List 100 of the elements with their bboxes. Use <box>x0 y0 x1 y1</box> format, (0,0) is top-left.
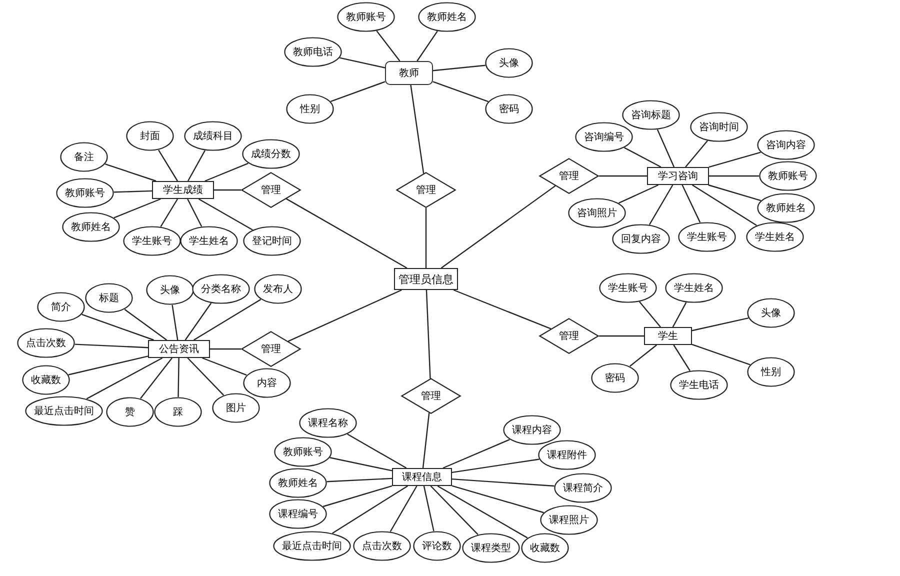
connector-line <box>442 439 510 469</box>
connector-line <box>426 290 431 378</box>
connector-line <box>332 486 408 534</box>
attribute-ellipse: 赞 <box>106 397 154 427</box>
connector-line <box>673 344 690 372</box>
attribute-ellipse: 头像 <box>747 298 795 328</box>
attribute-ellipse: 教师账号 <box>759 161 817 191</box>
connector-line <box>682 184 701 223</box>
attribute-ellipse: 课程类型 <box>462 533 520 563</box>
connector-line <box>685 140 708 168</box>
connector-line <box>322 485 392 508</box>
attribute-ellipse: 密码 <box>591 363 639 393</box>
attribute-ellipse: 点击次数 <box>17 328 75 358</box>
connector-line <box>114 190 152 193</box>
connector-line <box>68 356 148 376</box>
connector-line <box>639 301 661 328</box>
attribute-ellipse: 学生账号 <box>599 273 657 303</box>
connector-line <box>330 457 392 472</box>
attribute-ellipse: 分类名称 <box>192 274 250 304</box>
connector-line <box>140 358 172 399</box>
attribute-ellipse: 性别 <box>747 357 795 387</box>
connector-line <box>709 175 759 177</box>
connector-line <box>187 150 206 182</box>
connector-line <box>432 81 488 102</box>
connector-line <box>390 486 418 532</box>
connector-line <box>187 198 202 227</box>
attribute-ellipse: 头像 <box>146 275 194 305</box>
attribute-ellipse: 收藏数 <box>521 533 569 563</box>
connector-line <box>422 412 430 468</box>
entity-box: 学习咨询 <box>647 167 709 185</box>
relationship-diamond: 管理 <box>241 172 301 208</box>
connector-line <box>82 314 154 341</box>
attribute-ellipse: 教师电话 <box>284 37 342 67</box>
entity-box: 管理员信息 <box>394 268 458 290</box>
relationship-diamond: 管理 <box>539 158 599 194</box>
attribute-ellipse: 发布人 <box>254 274 302 304</box>
attribute-ellipse: 成绩分数 <box>242 139 300 169</box>
connector-line <box>376 30 400 62</box>
connector-line <box>210 348 241 350</box>
connector-line <box>692 184 757 226</box>
attribute-ellipse: 收藏数 <box>22 365 70 395</box>
connector-line <box>692 344 750 366</box>
connector-line <box>629 344 658 367</box>
attribute-ellipse: 教师姓名 <box>418 2 476 32</box>
connector-line <box>124 308 167 340</box>
connector-line <box>74 344 148 348</box>
connector-line <box>708 152 761 168</box>
connector-line <box>432 64 486 72</box>
entity-box: 教师 <box>385 61 433 85</box>
connector-line <box>184 302 212 340</box>
attribute-ellipse: 评论数 <box>413 531 461 561</box>
connector-line <box>194 298 262 341</box>
attribute-ellipse: 学生账号 <box>678 222 736 252</box>
connector-line <box>599 175 647 177</box>
connector-line <box>172 304 178 340</box>
entity-box: 学生成绩 <box>152 181 214 199</box>
attribute-ellipse: 封面 <box>126 121 174 151</box>
attribute-ellipse: 头像 <box>485 48 533 78</box>
attribute-ellipse: 课程名称 <box>299 408 357 438</box>
connector-line <box>423 486 434 532</box>
connector-line <box>198 198 253 230</box>
attribute-ellipse: 教师姓名 <box>757 193 815 223</box>
connector-line <box>187 358 224 396</box>
connector-line <box>330 81 386 102</box>
relationship-diamond: 管理 <box>539 318 599 354</box>
attribute-ellipse: 学生电话 <box>670 370 728 400</box>
attribute-ellipse: 图片 <box>212 393 260 423</box>
relationship-diamond: 管理 <box>401 378 461 414</box>
attribute-ellipse: 密码 <box>485 94 533 124</box>
relationship-diamond: 管理 <box>241 331 301 367</box>
attribute-ellipse: 最近点击时间 <box>273 531 351 561</box>
attribute-ellipse: 咨询编号 <box>575 122 633 152</box>
attribute-ellipse: 课程编号 <box>269 499 327 529</box>
attribute-ellipse: 教师姓名 <box>269 468 327 498</box>
connector-line <box>86 357 163 400</box>
connector-line <box>440 185 556 268</box>
connector-line <box>672 302 687 328</box>
attribute-ellipse: 标题 <box>85 283 133 313</box>
attribute-ellipse: 踩 <box>154 397 202 427</box>
attribute-ellipse: 咨询照片 <box>568 198 626 228</box>
attribute-ellipse: 备注 <box>60 142 108 172</box>
attribute-ellipse: 课程内容 <box>503 415 561 445</box>
attribute-ellipse: 点击次数 <box>353 531 411 561</box>
connector-line <box>452 485 544 514</box>
attribute-ellipse: 课程照片 <box>540 505 598 535</box>
connector-line <box>204 162 248 182</box>
attribute-ellipse: 简介 <box>37 292 85 322</box>
relationship-diamond: 管理 <box>396 172 456 208</box>
connector-line <box>410 84 424 174</box>
attribute-ellipse: 课程简介 <box>554 473 612 503</box>
connector-line <box>347 434 407 469</box>
connector-line <box>599 335 644 337</box>
attribute-ellipse: 学生账号 <box>123 226 181 256</box>
attribute-ellipse: 教师姓名 <box>62 212 120 242</box>
connector-line <box>452 478 554 487</box>
attribute-ellipse: 成绩科目 <box>184 121 242 151</box>
connector-line <box>158 150 178 182</box>
attribute-ellipse: 教师账号 <box>56 178 114 208</box>
attribute-ellipse: 教师账号 <box>337 2 395 32</box>
entity-box: 公告资讯 <box>148 340 210 358</box>
